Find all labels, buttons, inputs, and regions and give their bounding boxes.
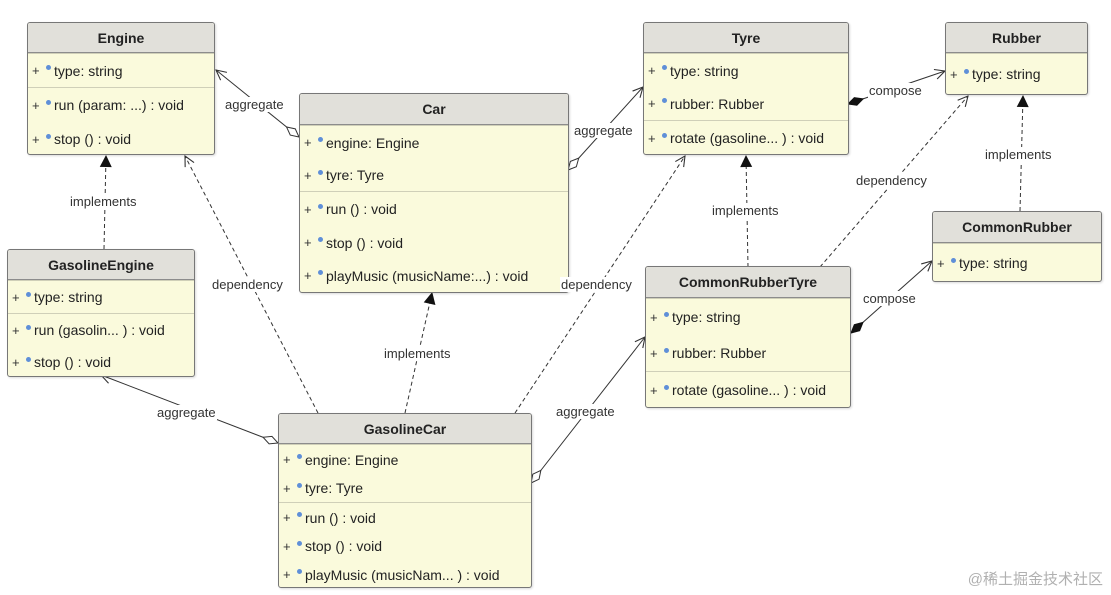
class-car[interactable]: Car +engine: Engine +tyre: Tyre +run () … xyxy=(299,93,569,293)
edge-gasolinecar-engine-dependency xyxy=(185,156,319,414)
class-rubber-attr-0: +type: string xyxy=(950,66,1041,82)
label-car-tyre-aggregate: aggregate xyxy=(573,123,634,138)
label-gasolinecar-engine-dependency: dependency xyxy=(211,277,284,292)
public-member-icon xyxy=(964,68,969,74)
class-commonrubbertyre-method-0: +rotate (gasoline... ) : void xyxy=(650,382,827,398)
edge-gasolineengine-engine xyxy=(99,155,112,250)
public-member-icon xyxy=(297,540,302,546)
class-engine-attr-0: +type: string xyxy=(32,62,123,79)
public-member-icon xyxy=(318,203,323,209)
label-commonrubbertyre-tyre-implements: implements xyxy=(711,203,780,218)
class-car-attributes: +engine: Engine +tyre: Tyre xyxy=(300,125,568,191)
class-commonrubber-attributes: +type: string xyxy=(933,243,1101,281)
edge-commonrubbertyre-tyre xyxy=(740,155,753,268)
label-commonrubber-rubber-implements: implements xyxy=(984,147,1053,162)
class-commonrubbertyre-title: CommonRubberTyre xyxy=(646,267,850,298)
public-member-icon xyxy=(26,356,31,362)
class-car-title: Car xyxy=(300,94,568,125)
class-gasolinecar-method-1: +stop () : void xyxy=(283,538,383,554)
class-gasolinecar-attr-1: +tyre: Tyre xyxy=(283,480,364,496)
public-member-icon xyxy=(46,99,51,105)
label-car-engine-aggregate: aggregate xyxy=(224,97,285,112)
public-member-icon xyxy=(318,270,323,275)
class-tyre-attr-0: +type: string xyxy=(648,62,739,79)
class-gasolineengine-method-0: +run (gasolin... ) : void xyxy=(12,322,165,338)
class-car-attr-0: +engine: Engine xyxy=(304,134,420,151)
public-member-icon xyxy=(318,237,323,242)
class-gasolinecar-method-2: +playMusic (musicNam... ) : void xyxy=(283,566,500,583)
label-tyre-rubber-compose: compose xyxy=(868,83,923,98)
class-gasolineengine-title: GasolineEngine xyxy=(8,250,194,280)
class-rubber-attributes: +type: string xyxy=(946,53,1087,94)
class-gasolineengine-attributes: +type: string xyxy=(8,280,194,313)
class-engine-title: Engine xyxy=(28,23,214,53)
public-member-icon xyxy=(297,512,302,517)
class-tyre-attributes: +type: string +rubber: Rubber xyxy=(644,53,848,120)
class-gasolinecar-title: GasolineCar xyxy=(279,414,531,444)
class-gasolineengine-methods: +run (gasolin... ) : void +stop () : voi… xyxy=(8,313,194,376)
label-gasolinecar-tyre-dependency: dependency xyxy=(560,277,633,292)
public-member-icon xyxy=(46,65,51,70)
public-member-icon xyxy=(26,324,31,330)
class-car-methods: +run () : void +stop () : void +playMusi… xyxy=(300,191,568,292)
public-member-icon xyxy=(297,482,302,488)
watermark: @稀土掘金技术社区 xyxy=(967,571,1103,588)
class-gasolinecar-methods: +run () : void +stop () : void +playMusi… xyxy=(279,502,531,587)
class-rubber-title: Rubber xyxy=(946,23,1087,53)
class-rubber[interactable]: Rubber +type: string xyxy=(945,22,1088,95)
public-member-icon xyxy=(297,454,302,459)
class-car-method-1: +stop () : void xyxy=(304,234,404,251)
label-gasolinecar-car-implements: implements xyxy=(383,346,452,361)
public-member-icon xyxy=(951,257,956,263)
class-commonrubber[interactable]: CommonRubber +type: string xyxy=(932,211,1102,282)
label-gasolinecar-gasolineengine-aggregate: aggregate xyxy=(156,405,217,420)
public-member-icon xyxy=(297,569,302,574)
public-member-icon xyxy=(664,347,669,353)
public-member-icon xyxy=(662,98,667,103)
label-commonrubbertyre-commonrubber-compose: compose xyxy=(862,291,917,306)
class-engine-method-1: +stop () : void xyxy=(32,131,132,147)
class-engine-attributes: +type: string xyxy=(28,53,214,87)
class-car-method-0: +run () : void xyxy=(304,201,397,217)
class-tyre-methods: +rotate (gasoline... ) : void xyxy=(644,120,848,154)
class-car-attr-1: +tyre: Tyre xyxy=(304,167,385,183)
public-member-icon xyxy=(662,65,667,70)
class-tyre-method-0: +rotate (gasoline... ) : void xyxy=(648,130,825,146)
class-commonrubbertyre-attributes: +type: string +rubber: Rubber xyxy=(646,298,850,371)
class-commonrubbertyre[interactable]: CommonRubberTyre +type: string +rubber: … xyxy=(645,266,851,408)
class-commonrubber-attr-0: +type: string xyxy=(937,255,1028,271)
class-tyre-title: Tyre xyxy=(644,23,848,53)
label-gasolinecar-commonrubbertyre-aggregate: aggregate xyxy=(555,404,616,419)
public-member-icon xyxy=(46,133,51,139)
label-gasolineengine-engine-implements: implements xyxy=(69,194,138,209)
class-commonrubber-title: CommonRubber xyxy=(933,212,1101,243)
class-commonrubbertyre-attr-1: +rubber: Rubber xyxy=(650,345,767,361)
class-car-method-2: +playMusic (musicName:...) : void xyxy=(304,267,529,284)
public-member-icon xyxy=(26,291,31,297)
class-tyre-attr-1: +rubber: Rubber xyxy=(648,95,765,112)
class-tyre[interactable]: Tyre +type: string +rubber: Rubber +rota… xyxy=(643,22,849,155)
class-gasolineengine-attr-0: +type: string xyxy=(12,289,103,305)
public-member-icon xyxy=(664,311,669,317)
public-member-icon xyxy=(318,137,323,142)
public-member-icon xyxy=(664,384,669,390)
class-gasolinecar-attributes: +engine: Engine +tyre: Tyre xyxy=(279,444,531,502)
class-engine-methods: +run (param: ...) : void +stop () : void xyxy=(28,87,214,154)
class-engine[interactable]: Engine +type: string +run (param: ...) :… xyxy=(27,22,215,155)
class-engine-method-0: +run (param: ...) : void xyxy=(32,97,184,113)
class-gasolineengine[interactable]: GasolineEngine +type: string +run (gasol… xyxy=(7,249,195,377)
class-gasolinecar-method-0: +run () : void xyxy=(283,509,376,526)
class-commonrubbertyre-attr-0: +type: string xyxy=(650,309,741,325)
class-gasolinecar[interactable]: GasolineCar +engine: Engine +tyre: Tyre … xyxy=(278,413,532,588)
class-gasolineengine-method-1: +stop () : void xyxy=(12,354,112,370)
public-member-icon xyxy=(318,169,323,175)
class-gasolinecar-attr-0: +engine: Engine xyxy=(283,451,399,468)
label-commonrubbertyre-rubber-dependency: dependency xyxy=(855,173,928,188)
class-commonrubbertyre-methods: +rotate (gasoline... ) : void xyxy=(646,371,850,407)
public-member-icon xyxy=(662,132,667,138)
